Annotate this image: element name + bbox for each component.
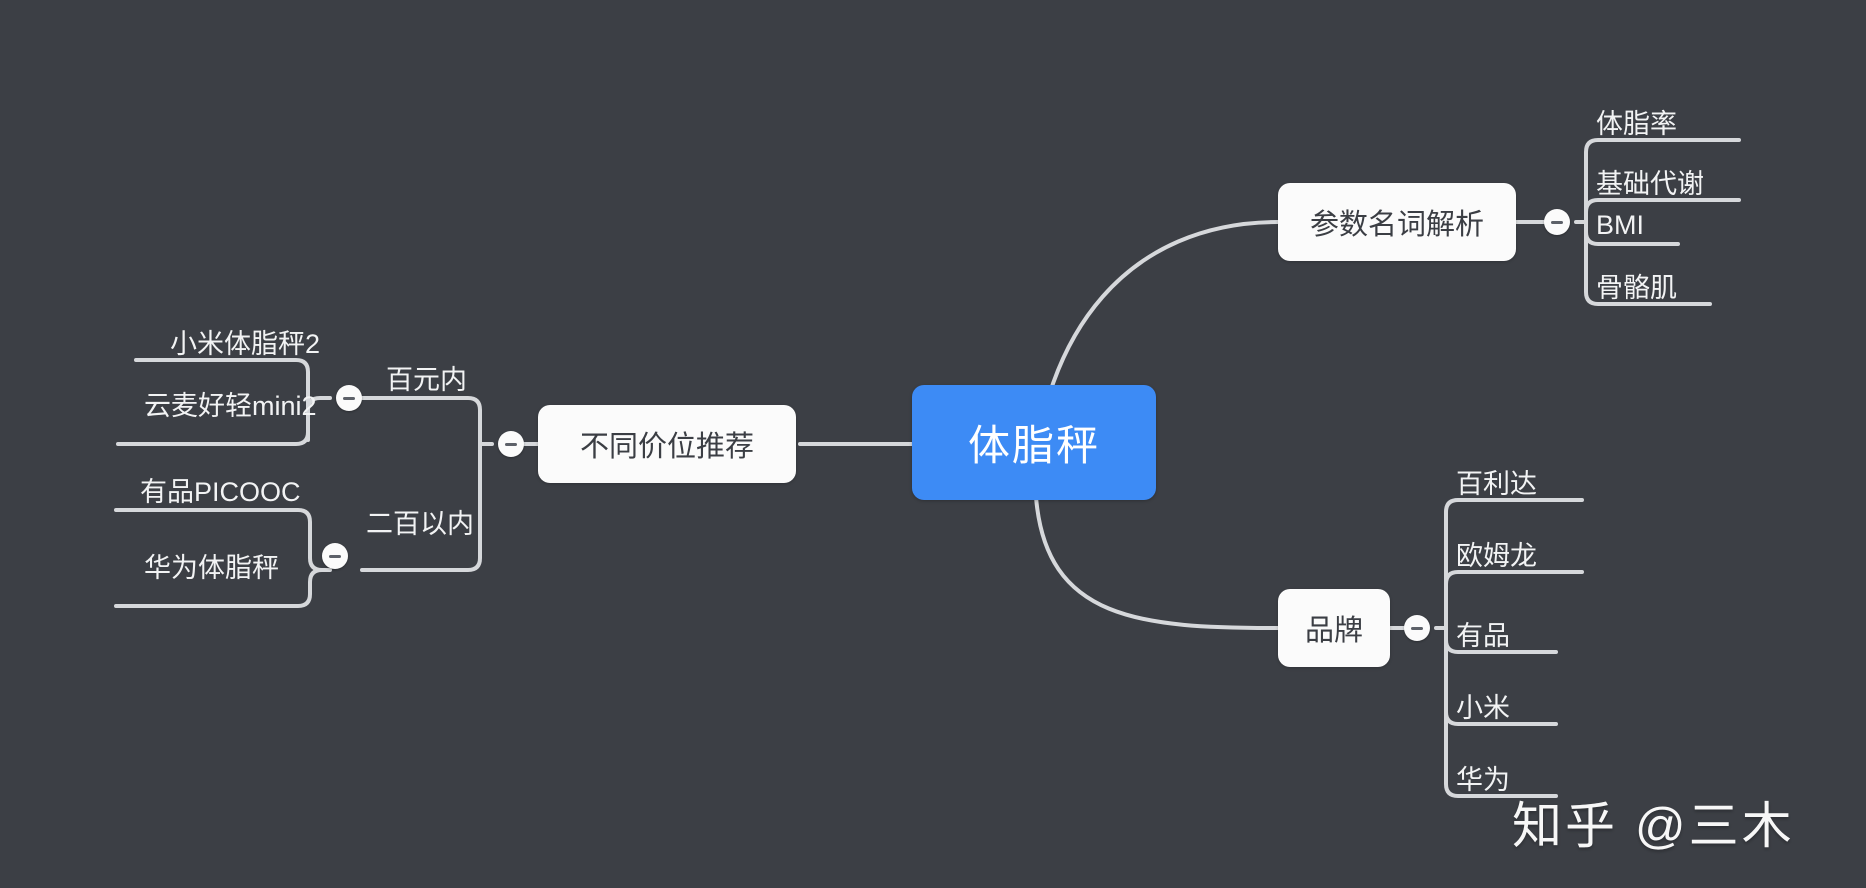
leaf-params-0-label: 体脂率 — [1596, 108, 1677, 139]
branch-node-brands-label: 品牌 — [1304, 615, 1363, 647]
leaf-params-1[interactable]: 基础代谢 — [1592, 162, 1762, 200]
collapse-toggle-price-group-1[interactable] — [322, 543, 348, 569]
leaf-brands-4-label: 华为 — [1456, 764, 1510, 795]
branch-node-brands[interactable]: 品牌 — [1278, 589, 1390, 667]
branch-node-price[interactable]: 不同价位推荐 — [538, 405, 796, 483]
leaf-brands-1-label: 欧姆龙 — [1456, 540, 1537, 571]
connector-price-group-0 — [368, 396, 482, 446]
leaf-price-0-0-label: 小米体脂秤2 — [170, 328, 321, 359]
collapse-toggle-price-group-0[interactable] — [336, 385, 362, 411]
collapse-toggle-params[interactable] — [1544, 209, 1570, 235]
leaf-price-0-0[interactable]: 小米体脂秤2 — [166, 322, 376, 360]
leaf-params-0[interactable]: 体脂率 — [1592, 102, 1752, 140]
leaf-brands-0-label: 百利达 — [1456, 468, 1537, 499]
group-node-price-0-label: 百元内 — [386, 364, 467, 395]
root-node-label: 体脂秤 — [967, 422, 1100, 469]
group-node-price-1[interactable]: 二百以内 — [366, 502, 546, 540]
leaf-brands-0[interactable]: 百利达 — [1452, 462, 1592, 500]
branch-node-params[interactable]: 参数名词解析 — [1278, 183, 1516, 261]
leaf-brands-4[interactable]: 华为 — [1452, 758, 1562, 796]
group-node-price-1-label: 二百以内 — [366, 508, 474, 539]
leaf-price-1-0[interactable]: 有品PICOOC — [136, 470, 356, 508]
root-node[interactable]: 体脂秤 — [912, 385, 1156, 500]
leaf-params-1-label: 基础代谢 — [1596, 168, 1704, 199]
leaf-params-2[interactable]: BMI — [1592, 206, 1712, 244]
leaf-params-2-label: BMI — [1596, 209, 1645, 240]
leaf-brands-3-label: 小米 — [1456, 692, 1510, 723]
leaf-price-1-1-label: 华为体脂秤 — [144, 552, 279, 583]
leaf-brands-1[interactable]: 欧姆龙 — [1452, 534, 1592, 572]
leaf-brands-2-label: 有品 — [1456, 620, 1510, 651]
branch-node-price-label: 不同价位推荐 — [579, 431, 754, 463]
leaf-params-3-label: 骨骼肌 — [1596, 272, 1677, 303]
leaf-brands-3[interactable]: 小米 — [1452, 686, 1562, 724]
leaf-price-1-0-label: 有品PICOOC — [140, 476, 301, 507]
group-node-price-0[interactable]: 百元内 — [386, 358, 546, 396]
connector-root-to-brands — [1034, 495, 1280, 630]
leaf-price-0-1[interactable]: 云麦好轻mini2 — [140, 384, 380, 422]
watermark: 知乎 @三木 — [1512, 786, 1795, 858]
connector-brands-leaf-1 — [1444, 570, 1584, 586]
leaf-price-0-1-label: 云麦好轻mini2 — [144, 390, 317, 421]
leaf-price-1-1[interactable]: 华为体脂秤 — [140, 546, 360, 584]
branch-node-params-label: 参数名词解析 — [1309, 209, 1484, 241]
collapse-toggle-brands[interactable] — [1404, 615, 1430, 641]
watermark-text: 知乎 @三木 — [1512, 798, 1795, 854]
collapse-toggle-price[interactable] — [498, 431, 524, 457]
leaf-params-3[interactable]: 骨骼肌 — [1592, 266, 1742, 304]
leaf-brands-2[interactable]: 有品 — [1452, 614, 1562, 652]
